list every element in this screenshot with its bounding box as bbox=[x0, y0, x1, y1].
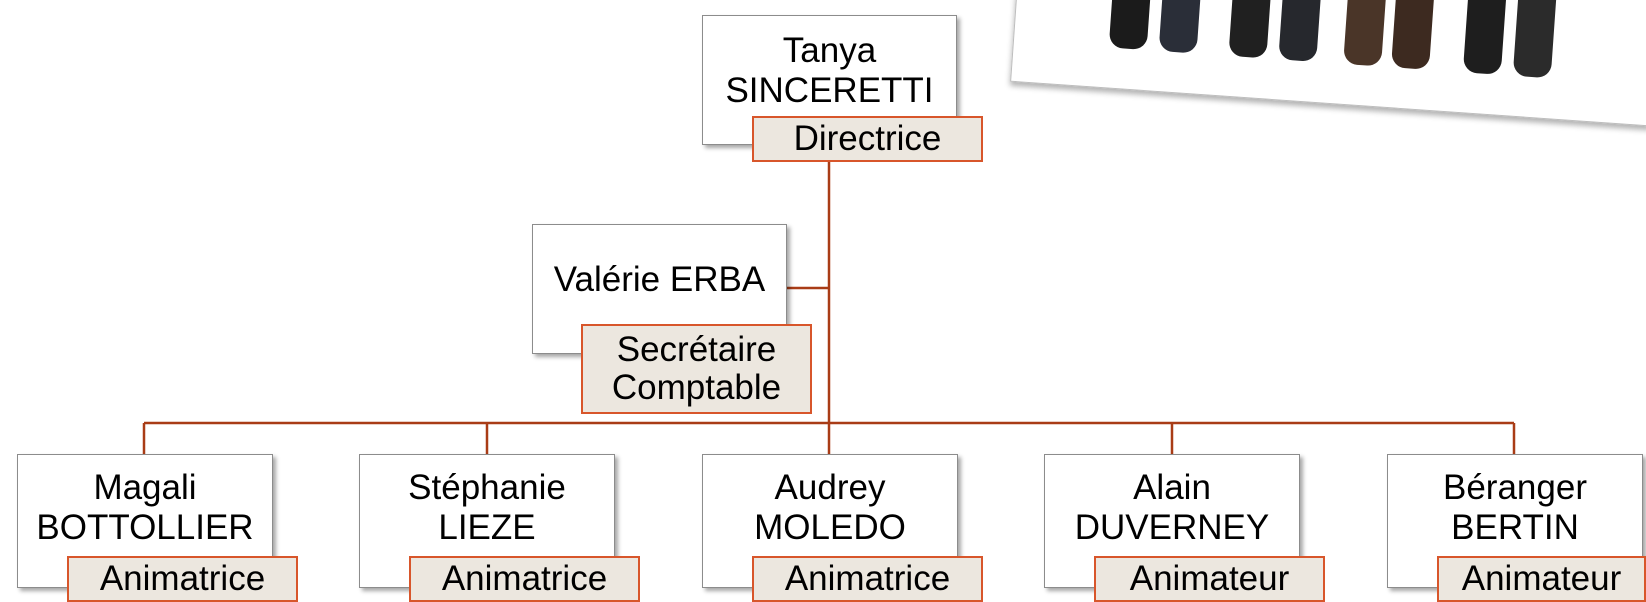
photo-figure-leg bbox=[1512, 0, 1558, 79]
staff-first-name: Stéphanie bbox=[408, 468, 566, 507]
team-photo bbox=[1010, 0, 1646, 127]
director-role: Directrice bbox=[793, 119, 942, 158]
photo-figure-leg bbox=[1228, 0, 1274, 59]
staff-last-name: BERTIN bbox=[1451, 508, 1579, 547]
assistant-role-line1: Secrétaire bbox=[616, 330, 777, 369]
staff-last-name: MOLEDO bbox=[754, 508, 906, 547]
team-photo-frame bbox=[1010, 0, 1646, 127]
staff-role: Animatrice bbox=[784, 559, 951, 598]
staff-role-box: Animatrice bbox=[752, 556, 983, 602]
staff-role-box: Animatrice bbox=[67, 556, 298, 602]
photo-figure-leg bbox=[1278, 0, 1324, 62]
assistant-name: Valérie ERBA bbox=[553, 260, 766, 299]
director-first-name: Tanya bbox=[782, 31, 877, 70]
staff-role: Animatrice bbox=[99, 559, 266, 598]
staff-first-name: Alain bbox=[1133, 468, 1211, 507]
assistant-role-line2: Comptable bbox=[611, 368, 782, 407]
staff-first-name: Audrey bbox=[774, 468, 886, 507]
director-role-box: Directrice bbox=[752, 116, 983, 162]
director-last-name: SINCERETTI bbox=[725, 71, 934, 110]
staff-role-box: Animateur bbox=[1094, 556, 1325, 602]
staff-last-name: DUVERNEY bbox=[1074, 508, 1270, 547]
staff-first-name: Magali bbox=[93, 468, 197, 507]
staff-role: Animatrice bbox=[441, 559, 608, 598]
staff-first-name: Béranger bbox=[1443, 468, 1587, 507]
staff-role-box: Animateur bbox=[1437, 556, 1646, 602]
staff-role: Animateur bbox=[1129, 559, 1290, 598]
staff-last-name: BOTTOLLIER bbox=[36, 508, 254, 547]
photo-figure-leg bbox=[1462, 0, 1508, 75]
photo-figure-leg bbox=[1108, 0, 1154, 51]
photo-figure-leg bbox=[1158, 0, 1204, 54]
photo-figure-leg bbox=[1391, 0, 1436, 70]
assistant-role-box: Secrétaire Comptable bbox=[581, 324, 812, 414]
staff-last-name: LIEZE bbox=[438, 508, 536, 547]
staff-role-box: Animatrice bbox=[409, 556, 640, 602]
photo-figure-leg bbox=[1343, 0, 1389, 67]
staff-role: Animateur bbox=[1461, 559, 1622, 598]
